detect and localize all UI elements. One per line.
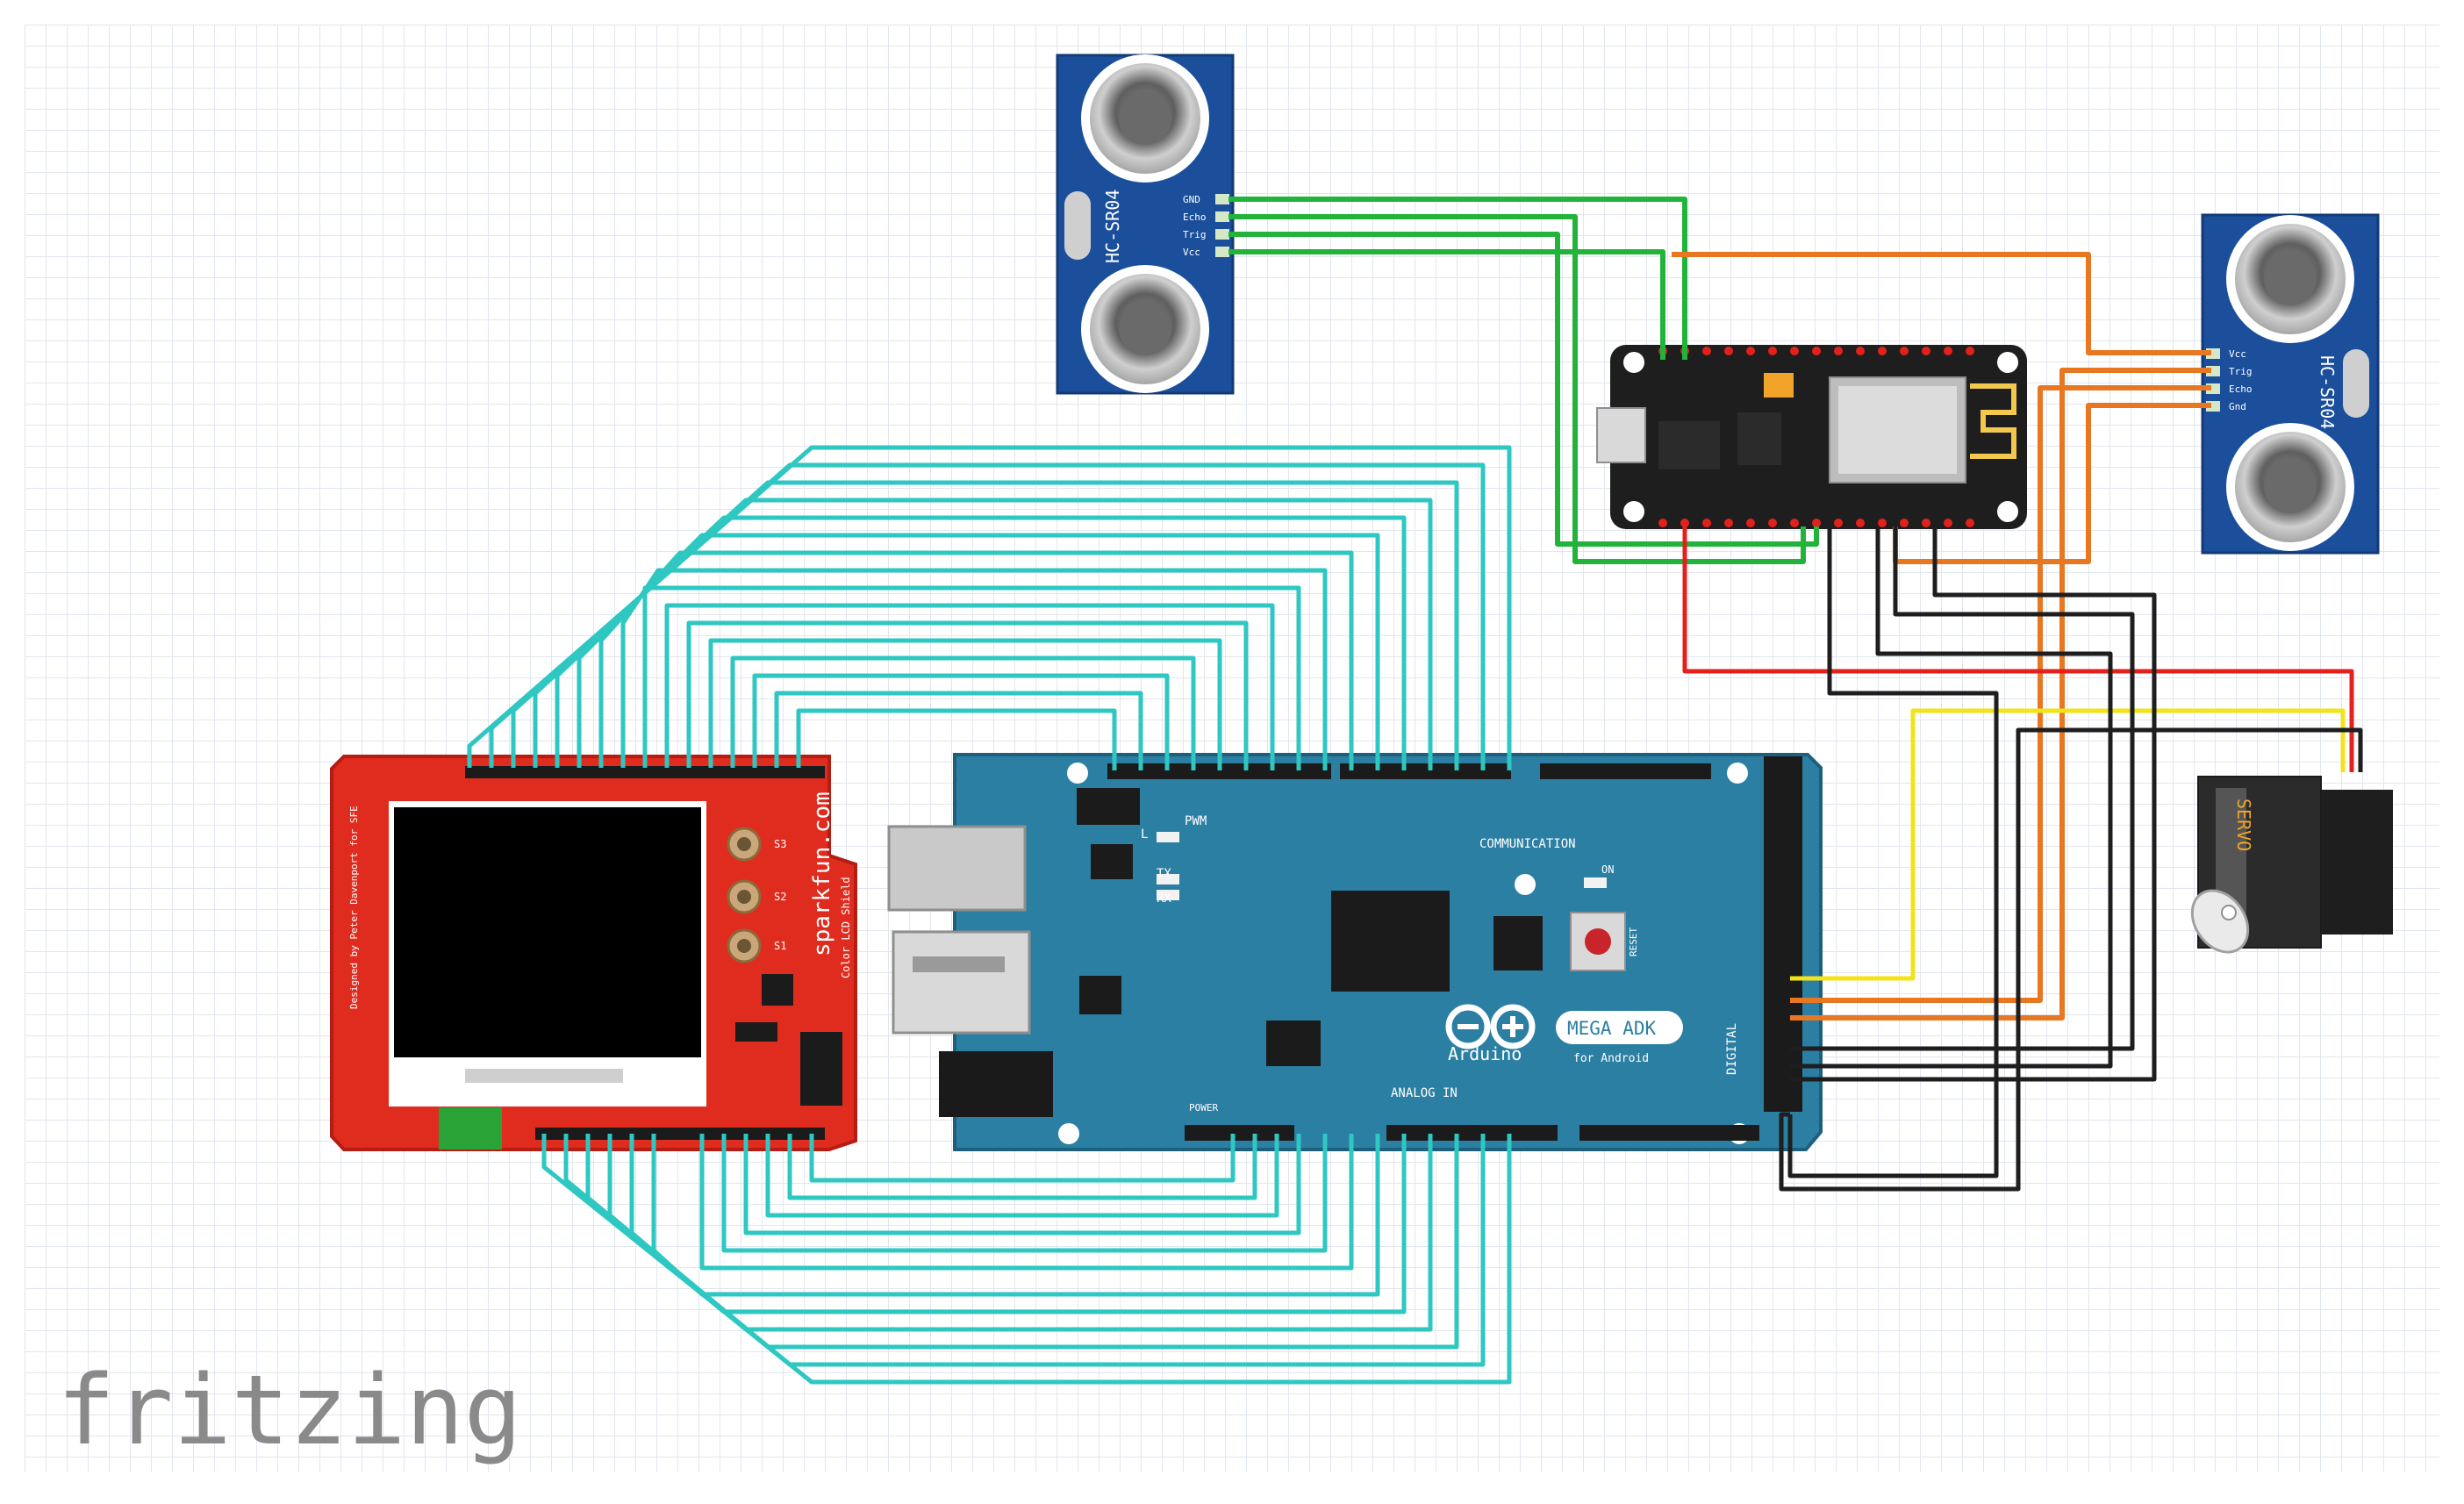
reset-label: RESET bbox=[1628, 927, 1639, 956]
arduino-mega-adk[interactable]: PWM COMMUNICATION TX RX L ON RESET POWER… bbox=[887, 753, 1823, 1151]
usb-a-port bbox=[892, 930, 1031, 1035]
hc-sr04-right-pin-vcc: Vcc bbox=[2229, 348, 2246, 360]
tx-label: TX bbox=[1157, 867, 1171, 881]
power-label: POWER bbox=[1189, 1102, 1218, 1114]
esp-top-pins bbox=[1658, 347, 1974, 355]
arduino-logo-icon bbox=[1445, 1004, 1536, 1049]
button-s2-label: S2 bbox=[774, 891, 786, 903]
button-s3-label: S3 bbox=[774, 838, 786, 850]
cyan-wires-bottom bbox=[541, 1134, 1512, 1385]
lcd-product-text: Color LCD Shield bbox=[840, 877, 852, 978]
esp8266-nodemcu[interactable] bbox=[1596, 345, 2027, 529]
hc-sr04-right-pin-echo: Echo bbox=[2229, 383, 2253, 395]
hc-sr04-right-pin-trig: Trig bbox=[2229, 366, 2253, 377]
wires bbox=[467, 197, 2363, 1385]
lcd-credit-text: Designed by Peter Davenport for SFE bbox=[348, 806, 360, 1009]
pwm-label: PWM bbox=[1185, 814, 1207, 828]
hc-sr04-left-pin-vcc: Vcc bbox=[1183, 247, 1200, 258]
lcd-buttons: S3 S2 S1 bbox=[727, 827, 786, 963]
button-s1-label: S1 bbox=[774, 940, 786, 952]
power-jack bbox=[939, 1051, 1053, 1117]
black-wires bbox=[1779, 526, 2363, 1192]
cyan-wires-top bbox=[467, 445, 1512, 770]
hc-sr04-left[interactable]: HC-SR04 GND Echo Trig Vcc bbox=[1056, 54, 1235, 395]
sparkfun-logo-text: sparkfun.com bbox=[809, 791, 835, 956]
usb-b-port bbox=[887, 825, 1027, 912]
hc-sr04-right-pin-gnd: Gnd bbox=[2229, 401, 2246, 412]
l-led-label: L bbox=[1141, 827, 1148, 842]
hc-sr04-left-pin-trig: Trig bbox=[1183, 229, 1207, 240]
red-wire bbox=[1682, 526, 2354, 772]
mega-adk-badge bbox=[1556, 1011, 1683, 1044]
hc-sr04-left-pin-echo: Echo bbox=[1183, 211, 1207, 223]
communication-label: COMMUNICATION bbox=[1479, 837, 1576, 851]
green-wires bbox=[1228, 197, 1819, 564]
fritzing-watermark: fritzing bbox=[57, 1354, 522, 1466]
arduino-logo-text: Arduino bbox=[1448, 1043, 1522, 1064]
servo-label: SERVO bbox=[2233, 799, 2254, 851]
hc-sr04-left-pin-gnd: GND bbox=[1183, 194, 1200, 205]
esp-bottom-pins bbox=[1658, 519, 1974, 527]
mcu-chip bbox=[1331, 891, 1450, 992]
lcd-screen bbox=[394, 807, 701, 1057]
hc-sr04-left-model: HC-SR04 bbox=[1102, 190, 1123, 263]
servo-motor[interactable]: SERVO bbox=[2181, 776, 2393, 963]
servo-horn bbox=[2190, 889, 2250, 954]
hc-sr04-right[interactable]: HC-SR04 Vcc Trig Echo Gnd bbox=[2201, 213, 2380, 555]
antenna-icon bbox=[1970, 383, 2016, 459]
analog-in-label: ANALOG IN bbox=[1391, 1086, 1458, 1100]
mega-adk-label: MEGA ADK bbox=[1567, 1018, 1657, 1039]
micro-usb-port bbox=[1596, 407, 1646, 463]
on-led-label: ON bbox=[1601, 863, 1614, 876]
for-android-label: for Android bbox=[1573, 1052, 1649, 1065]
sparkfun-color-lcd-shield[interactable]: Designed by Peter Davenport for SFE S3 S… bbox=[330, 755, 857, 1151]
hc-sr04-right-model: HC-SR04 bbox=[2317, 355, 2338, 429]
digital-label: DIGITAL bbox=[1725, 1023, 1739, 1075]
rx-label: RX bbox=[1157, 892, 1171, 906]
